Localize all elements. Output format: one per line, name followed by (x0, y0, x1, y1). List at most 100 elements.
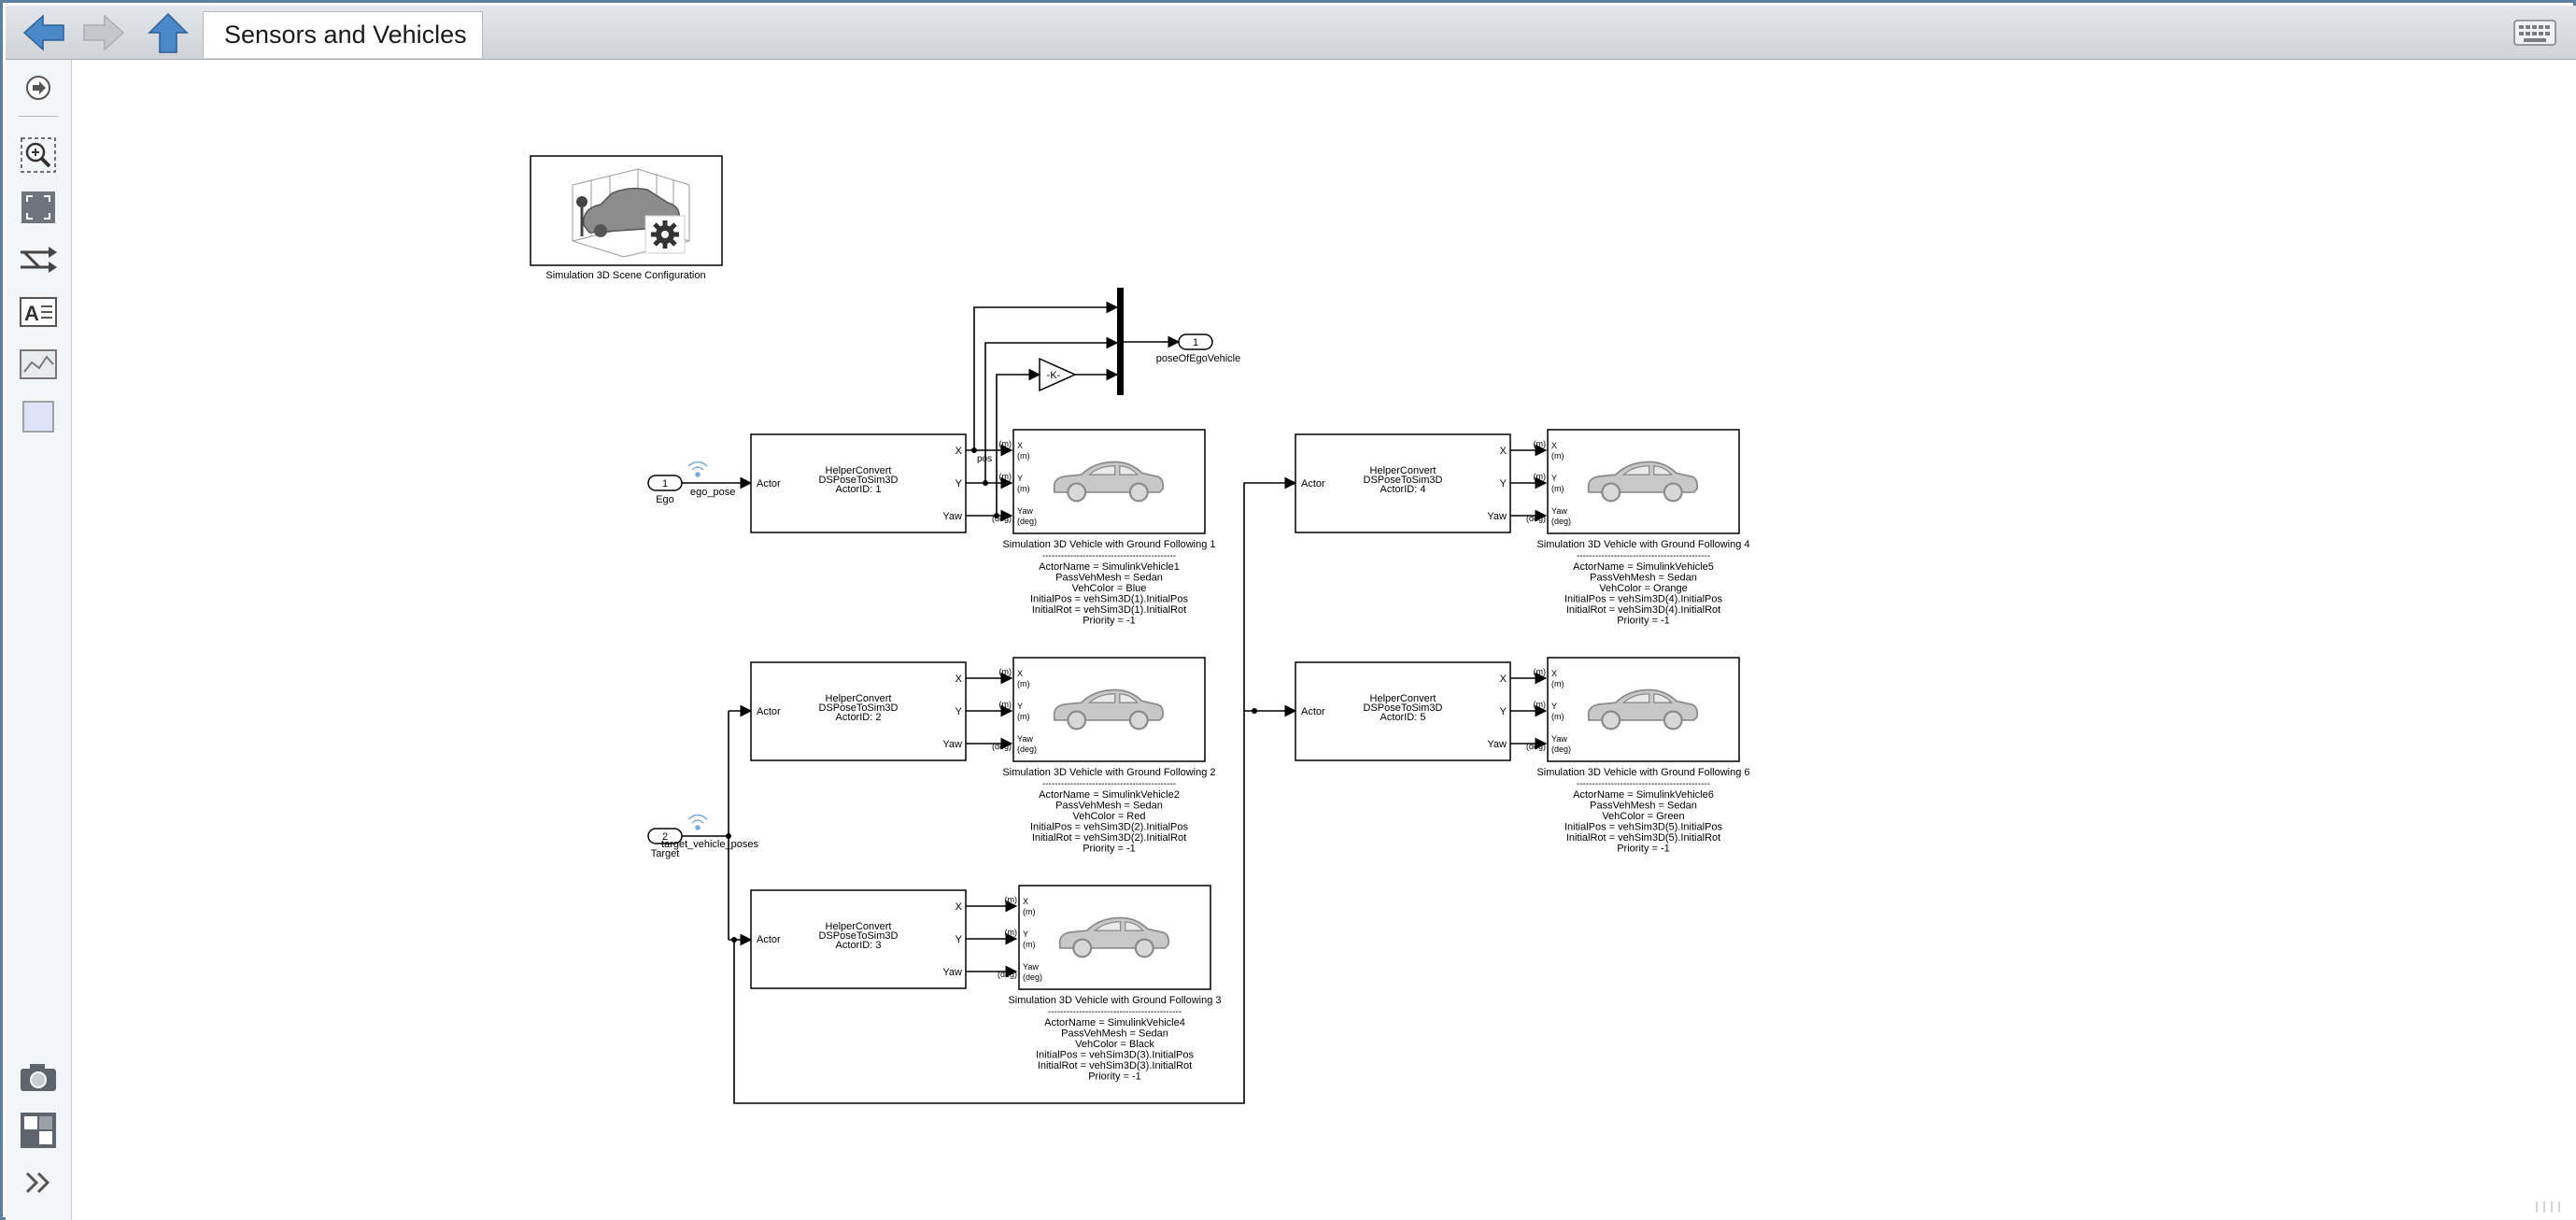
wire-unit-label: (m) (1534, 667, 1547, 676)
zoom-button[interactable] (17, 135, 60, 176)
model-title-tab[interactable]: Sensors and Vehicles (203, 11, 483, 58)
keyboard-button[interactable] (2512, 15, 2557, 49)
vehicle-port-unit: (deg) (1551, 745, 1571, 754)
mux-block[interactable] (1117, 288, 1124, 395)
inport-ego[interactable]: 1 Ego (647, 475, 683, 505)
converter-port-label: Y (1500, 706, 1507, 717)
converter-title-line: HelperConvert (826, 465, 892, 476)
gain-block[interactable]: -K- (1039, 357, 1077, 392)
vehicle-block-1[interactable]: X(m)(m)Y(m)(m)Yaw(deg)(deg)Simulation 3D… (992, 429, 1216, 627)
vehicle-param-rot: InitialRot = vehSim3D(5).InitialRot (1566, 832, 1720, 844)
converter-title-line: DSPoseToSim3D (819, 930, 899, 942)
navigate-button[interactable] (17, 67, 60, 108)
gear-icon (651, 220, 679, 248)
converter-actor-id: ActorID: 5 (1380, 712, 1426, 723)
vehicle-port-unit: (m) (1017, 484, 1030, 493)
resize-grip-icon[interactable] (2529, 1199, 2567, 1214)
vehicle-port-unit: (m) (1017, 679, 1030, 688)
area-icon (22, 401, 54, 433)
inport-target-name: Target (651, 848, 680, 859)
vehicle-port-unit: (m) (1017, 712, 1030, 721)
converter-port-label: Yaw (1487, 739, 1507, 750)
up-arrow-icon (148, 12, 189, 53)
keyboard-icon (2513, 20, 2556, 46)
diagram-canvas[interactable]: Simulation 3D Scene Configuration 1 Ego … (72, 60, 2576, 1220)
vehicle-param-priority: Priority = -1 (1083, 844, 1136, 855)
converter-title-line: HelperConvert (826, 693, 892, 704)
vehicle-param-priority: Priority = -1 (1617, 616, 1670, 627)
forward-button[interactable] (80, 11, 129, 54)
converter-actor-id: ActorID: 1 (836, 484, 882, 495)
image-button[interactable] (17, 344, 60, 385)
wire-unit-label: (m) (999, 700, 1012, 709)
converter-port-label: Actor (1301, 706, 1325, 717)
vehicle-port-label: X (1017, 441, 1023, 450)
vehicle-param-mesh: PassVehMesh = Sedan (1055, 801, 1163, 812)
wire-unit-label: (deg) (1526, 514, 1546, 523)
pos-signal-label: pos (977, 454, 992, 464)
gain-label: -K- (1047, 370, 1061, 381)
vehicle-block-title: Simulation 3D Vehicle with Ground Follow… (1536, 767, 1749, 778)
converter-port-label: Actor (757, 706, 781, 717)
converter-title-line: DSPoseToSim3D (819, 475, 899, 486)
converter-port-label: Y (955, 706, 963, 717)
vehicle-param-actor: ActorName = SimulinkVehicle5 (1573, 561, 1714, 573)
vehicle-port-label: Yaw (1017, 506, 1033, 516)
converter-port-label: Yaw (942, 967, 962, 978)
converter-port-label: X (1500, 446, 1507, 457)
wire-unit-label: (m) (1534, 700, 1547, 709)
vehicle-param-priority: Priority = -1 (1088, 1071, 1141, 1083)
vehicle-port-label: Yaw (1551, 734, 1567, 744)
screenshot-button[interactable] (17, 1057, 60, 1099)
vehicle-param-mesh: PassVehMesh = Sedan (1590, 573, 1697, 584)
vehicle-param-rot: InitialRot = vehSim3D(2).InitialRot (1032, 832, 1186, 844)
vehicle-param-pos: InitialPos = vehSim3D(5).InitialPos (1564, 822, 1723, 833)
converter-port-label: X (1500, 674, 1507, 685)
forward-arrow-icon (83, 14, 125, 51)
vehicle-port-label: Y (1017, 702, 1023, 711)
converter-port-label: X (955, 446, 963, 457)
vehicle-annotation-separator: ----------------------------------------… (1042, 779, 1176, 789)
vehicle-port-label: Yaw (1551, 506, 1567, 516)
vehicle-block-3[interactable]: X(m)(m)Y(m)(m)Yaw(deg)(deg)Simulation 3D… (998, 885, 1222, 1083)
wire-unit-label: (m) (1005, 928, 1018, 937)
up-button[interactable] (144, 11, 192, 54)
converter-port-label: Actor (757, 478, 781, 489)
expand-icon (25, 1171, 50, 1194)
back-button[interactable] (19, 11, 67, 54)
vehicle-port-unit: (m) (1023, 907, 1036, 916)
vehicle-param-rot: InitialRot = vehSim3D(3).InitialRot (1038, 1060, 1192, 1071)
vehicle-block-title: Simulation 3D Vehicle with Ground Follow… (1008, 995, 1221, 1006)
converter-actor-id: ActorID: 4 (1380, 484, 1426, 495)
vehicle-block-4[interactable]: X(m)(m)Y(m)(m)Yaw(deg)(deg)Simulation 3D… (1526, 429, 1750, 627)
vehicle-block-2[interactable]: X(m)(m)Y(m)(m)Yaw(deg)(deg)Simulation 3D… (992, 657, 1216, 855)
vehicle-param-mesh: PassVehMesh = Sedan (1590, 801, 1697, 812)
sidebar-separator (19, 116, 58, 117)
camera-icon (21, 1064, 56, 1091)
fit-to-view-button[interactable] (17, 187, 60, 228)
annotation-button[interactable]: A (17, 291, 60, 333)
vehicle-port-label: X (1551, 441, 1557, 450)
outport-pose[interactable]: 1 poseOfEgoVehicle (1156, 333, 1241, 364)
signal-routing-button[interactable] (17, 239, 60, 280)
vehicle-param-priority: Priority = -1 (1617, 844, 1670, 855)
vehicle-annotation-separator: ----------------------------------------… (1577, 779, 1710, 789)
scene-config-block[interactable]: Simulation 3D Scene Configuration (530, 155, 723, 281)
vehicle-block-5[interactable]: X(m)(m)Y(m)(m)Yaw(deg)(deg)Simulation 3D… (1526, 657, 1750, 855)
model-title: Sensors and Vehicles (224, 21, 467, 49)
expand-button[interactable] (17, 1162, 60, 1203)
converter-actor-id: ActorID: 2 (836, 712, 882, 723)
converter-port-label: Yaw (942, 739, 962, 750)
area-button[interactable] (17, 396, 60, 437)
vehicle-param-mesh: PassVehMesh = Sedan (1061, 1028, 1168, 1040)
model-browser-button[interactable] (17, 1110, 60, 1151)
navigate-icon (26, 76, 50, 100)
converter-port-label: Actor (757, 934, 781, 945)
vehicle-block-title: Simulation 3D Vehicle with Ground Follow… (1002, 539, 1215, 550)
